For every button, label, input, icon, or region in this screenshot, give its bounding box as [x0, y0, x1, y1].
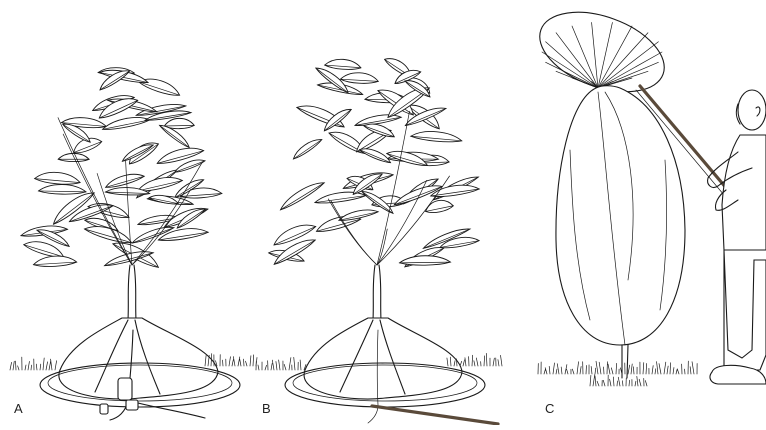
leaf-cluster	[33, 255, 77, 268]
leaf-cluster	[291, 135, 323, 160]
net-mesh-line	[592, 22, 598, 88]
net-mesh	[542, 22, 662, 88]
panel-c-scene	[529, 0, 766, 386]
net-mesh-line	[546, 42, 598, 88]
leaf-cluster	[138, 74, 183, 98]
grass-c	[538, 361, 697, 386]
ground-sheet-a	[59, 318, 218, 399]
panel-label-a: A	[14, 401, 23, 416]
collecting-bottle-a	[118, 378, 132, 400]
net-mesh-line	[546, 62, 598, 88]
suction-tube-b	[372, 406, 498, 424]
vial-a	[100, 404, 108, 414]
person-legs	[724, 250, 766, 370]
leaf-cluster	[34, 171, 80, 186]
panel-a-scene	[10, 66, 257, 420]
tree-b-trunk	[373, 265, 381, 320]
tree-a-foliage	[20, 66, 222, 270]
leaf-cluster	[340, 72, 378, 85]
net-mesh-line	[598, 42, 658, 88]
panel-label-c: C	[545, 401, 554, 416]
panel-label-b: B	[262, 401, 271, 416]
net-mesh-line	[598, 22, 612, 88]
leaf-vein	[293, 140, 321, 159]
tree-a-trunk	[128, 265, 136, 320]
leaf-cluster	[411, 129, 463, 143]
bottle-cap-a	[126, 400, 138, 410]
leaf-cluster	[104, 170, 145, 189]
person-head	[738, 90, 766, 130]
leaf-cluster	[399, 255, 450, 265]
net-mesh-line	[542, 52, 598, 88]
person-figure	[708, 90, 766, 384]
leaf-cluster	[277, 178, 325, 212]
panel-b-scene	[256, 54, 502, 424]
leaf-cluster	[39, 184, 87, 195]
leaf-vein	[281, 183, 325, 210]
leaf-cluster	[324, 58, 361, 71]
person-torso	[722, 135, 766, 250]
tree-b-foliage	[268, 54, 479, 269]
leaf-cluster	[58, 153, 89, 161]
